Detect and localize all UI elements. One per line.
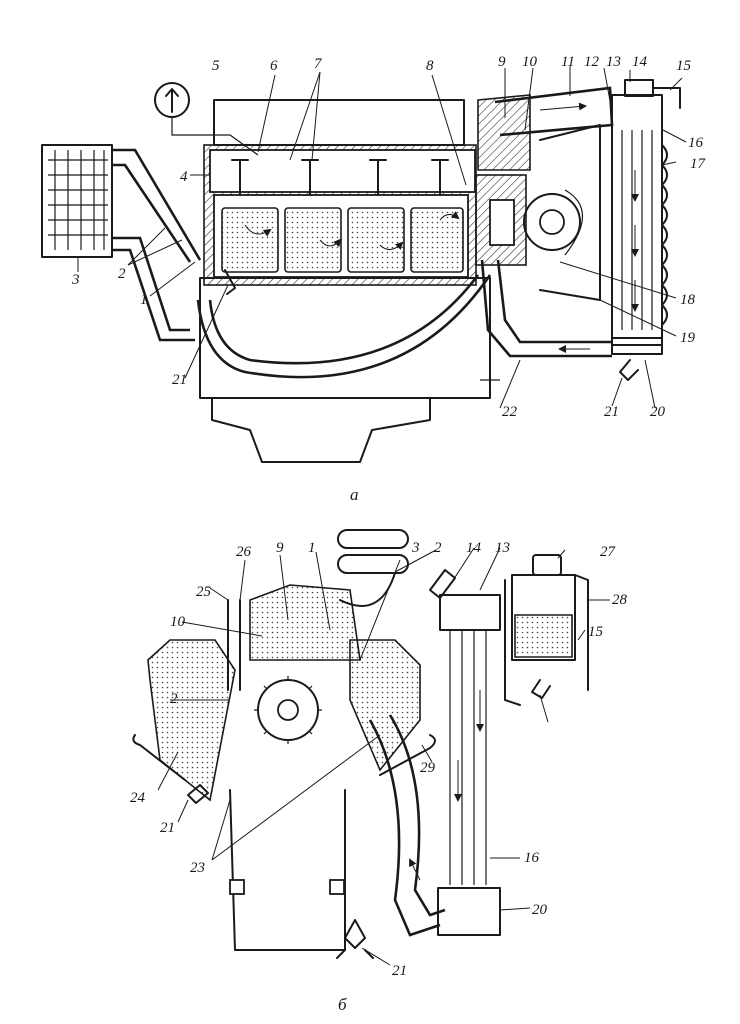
- callout: 14: [632, 54, 648, 70]
- callout: 17: [690, 156, 707, 172]
- callout: 2: [118, 266, 126, 282]
- heater-radiator: [41, 144, 113, 258]
- callout: 11: [561, 54, 575, 70]
- leader-lines: [77, 66, 687, 966]
- cylinder-row: [221, 207, 464, 273]
- callout: 27: [600, 544, 617, 560]
- callout: 10: [522, 54, 538, 70]
- callout: 26: [236, 544, 252, 560]
- callout: 22: [502, 404, 518, 420]
- callout: 6: [270, 58, 278, 74]
- callout: 18: [680, 292, 696, 308]
- callout: 23: [190, 860, 205, 876]
- callout: 12: [584, 54, 600, 70]
- callout: 1: [140, 292, 148, 308]
- callout: 4: [180, 169, 188, 185]
- expansion-tank: [504, 554, 589, 706]
- callout: 9: [498, 54, 506, 70]
- drain-cock-top: [224, 269, 639, 381]
- caption-bottom: б: [338, 995, 347, 1014]
- callout: 2: [434, 540, 442, 556]
- radiator-bottom: [429, 569, 501, 936]
- fan-and-pulley: [523, 124, 601, 301]
- heater-hoses: [112, 148, 202, 342]
- lower-radiator-hose: [480, 259, 612, 358]
- callout: 16: [524, 850, 540, 866]
- engine-side-view: [199, 99, 500, 463]
- caption-top: а: [350, 485, 359, 504]
- callout: 28: [612, 592, 628, 608]
- callout: 24: [130, 790, 146, 806]
- temperature-gauge: [154, 82, 259, 156]
- callout: 13: [495, 540, 510, 556]
- callout: 20: [650, 404, 666, 420]
- callout: 21: [604, 404, 619, 420]
- callouts-bottom: 1 2 2 3 9 10 13 14 15 16 20 21 21 23 24 …: [130, 540, 628, 979]
- callout: 21: [172, 372, 187, 388]
- callout: 15: [676, 58, 692, 74]
- callout: 15: [588, 624, 604, 640]
- callout: 13: [606, 54, 621, 70]
- callout: 5: [212, 58, 220, 74]
- engine-front-view: [132, 584, 436, 951]
- callout: 21: [392, 963, 407, 979]
- callout: 1: [308, 540, 316, 556]
- callout: 2: [170, 691, 178, 707]
- lower-hose-bottom: [368, 714, 446, 937]
- callout: 16: [688, 135, 704, 151]
- drain-cock-bottom: [336, 919, 374, 959]
- callouts-top: 1 2 3 4 5 6 7 8 9 10 11 12 13 14 15 16 1…: [71, 54, 707, 420]
- main-radiator: [611, 79, 681, 355]
- callout: 10: [170, 614, 186, 630]
- callout: 25: [196, 584, 212, 600]
- callout: 8: [426, 58, 434, 74]
- callout: 21: [160, 820, 175, 836]
- callout: 14: [466, 540, 482, 556]
- callout: 7: [314, 56, 323, 72]
- callout: 9: [276, 540, 284, 556]
- callout: 3: [71, 272, 80, 288]
- bypass-hose: [196, 274, 492, 379]
- water-pump-assembly: [475, 94, 531, 266]
- callout: 3: [411, 540, 420, 556]
- callout: 29: [420, 760, 436, 776]
- valve-group: [231, 159, 449, 196]
- callout: 19: [680, 330, 696, 346]
- callout: 20: [532, 902, 548, 918]
